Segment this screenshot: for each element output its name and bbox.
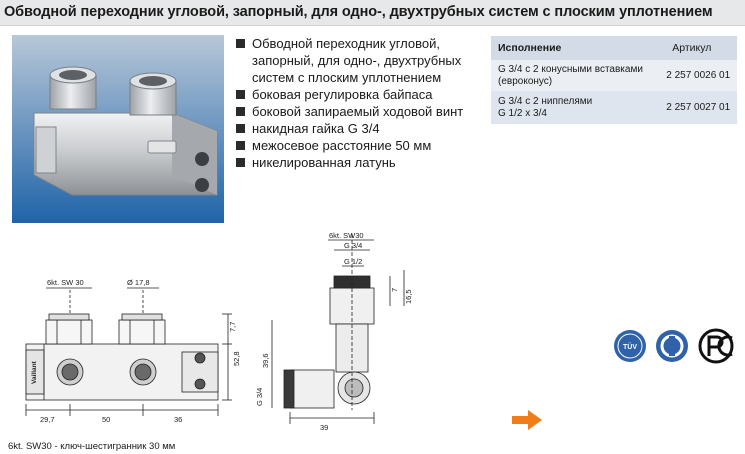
dim-165: 16,5 [404,289,413,304]
thread-34-label: G 3/4 [344,241,362,250]
article-cell: 2 257 0026 01 [652,60,737,91]
version-line: (евроконус) [498,75,553,87]
product-photo [12,35,224,223]
tuv-label: TÜV [623,342,637,351]
feature-item: межосевое расстояние 50 мм [234,137,474,154]
dim-50: 50 [102,415,110,424]
feature-item: боковой запираемый ходовой винт [234,103,474,120]
gost-icon [656,330,688,362]
dim-36: 36 [174,415,182,424]
table-row: G 3/4 с 2 конусными вставками (евроконус… [491,60,737,91]
column-article: Артикул [652,36,737,60]
spec-table-header: Исполнение Артикул [491,36,737,60]
table-row: G 3/4 с 2 ниппелями G 1/2 x 3/4 2 257 00… [491,91,737,124]
thread-side-label: G 3/4 [255,388,264,406]
dim-297: 29,7 [40,415,55,424]
dim-77: 7,7 [228,322,237,332]
page-title: Обводной переходник угловой, запорный, д… [4,4,713,20]
brand-mark: Vaillant [31,360,38,384]
column-version: Исполнение [491,36,653,60]
version-line: G 1/2 x 3/4 [498,107,547,119]
feature-item: Обводной переходник угловой, запорный, д… [234,35,474,86]
dim-39: 39 [320,423,328,432]
feature-item: никелированная латунь [234,154,474,171]
front-drawing: 6kt. SW 30 Ø 17,8 7,7 52,8 29,7 50 36 Va… [14,260,246,430]
thread-12-label: G 1/2 [344,257,362,266]
version-cell: G 3/4 с 2 конусными вставками (евроконус… [491,60,653,91]
version-line: G 3/4 с 2 ниппелями [498,95,593,107]
pct-icon [698,328,734,364]
side-drawing: 6kt. SW30 G 3/4 G 1/2 7 16,5 39,6 G 3/4 … [250,230,420,440]
version-line: G 3/4 с 2 конусными вставками [498,63,643,75]
footnote: 6kt. SW30 - ключ-шестигранник 30 мм [8,441,176,452]
title-bar: Обводной переходник угловой, запорный, д… [0,0,745,26]
hex-label: 6kt. SW 30 [47,278,84,287]
feature-item: накидная гайка G 3/4 [234,120,474,137]
dim-528: 52,8 [232,351,241,366]
feature-list: Обводной переходник угловой, запорный, д… [234,35,474,171]
certification-marks: TÜV [612,322,740,370]
article-cell: 2 257 0027 01 [652,91,737,124]
tuv-icon: TÜV [614,330,646,362]
dim-396: 39,6 [261,353,270,368]
version-cell: G 3/4 с 2 ниппелями G 1/2 x 3/4 [491,91,653,124]
dim-7: 7 [390,288,399,292]
spec-table: Исполнение Артикул G 3/4 с 2 конусными в… [491,36,737,124]
next-arrow-icon[interactable] [512,410,542,430]
side-hex-label: 6kt. SW30 [329,231,364,240]
feature-item: боковая регулировка байпаса [234,86,474,103]
diameter-label: Ø 17,8 [127,278,150,287]
